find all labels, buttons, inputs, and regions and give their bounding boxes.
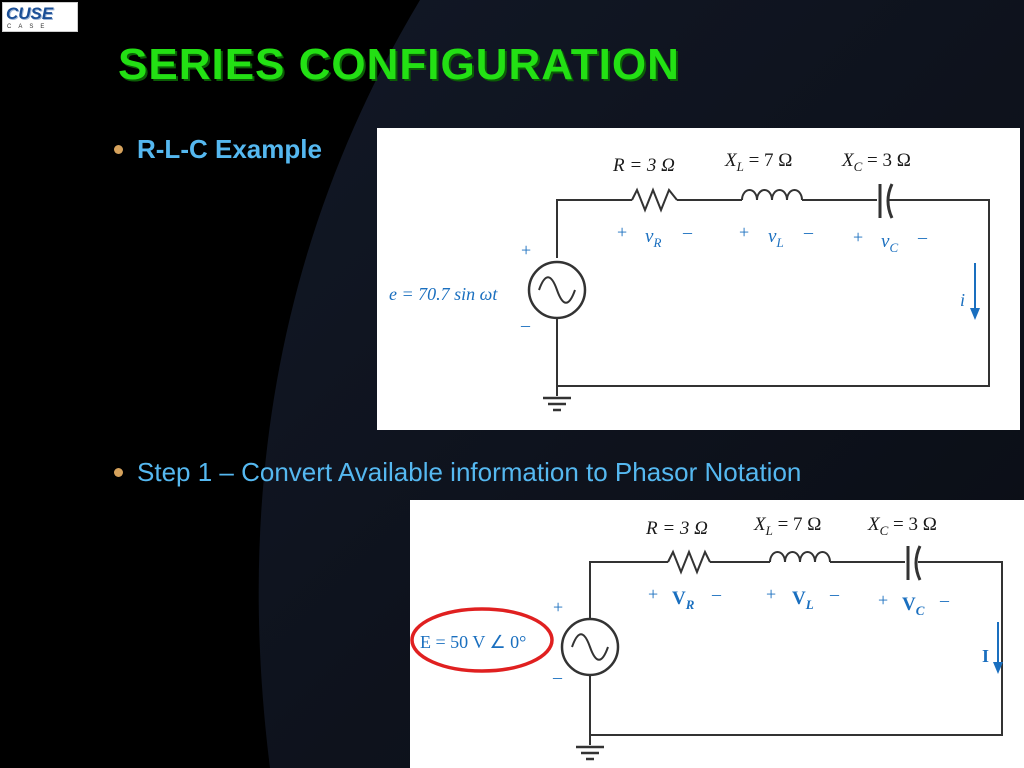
vc-plus: + [878, 590, 888, 610]
vc-minus: – [939, 590, 950, 610]
vl-plus: + [739, 222, 749, 242]
logo-wordmark: CUSE [6, 4, 54, 23]
current-label: i [960, 290, 965, 310]
resistor-label: R = 3 Ω [612, 155, 675, 176]
vr-label: vR [645, 226, 661, 250]
vc-minus: – [917, 227, 928, 247]
capacitor-label: XC = 3 Ω [841, 150, 911, 174]
bullet-text: Step 1 – Convert Available information t… [137, 457, 802, 487]
current-label: I [982, 646, 989, 666]
source-label: e = 70.7 sin ωt [389, 284, 498, 304]
source-plus: + [521, 240, 531, 260]
vr-minus: – [711, 584, 722, 604]
vr-plus: + [648, 584, 658, 604]
vl-plus: + [766, 584, 776, 604]
inductor-label: XL = 7 Ω [724, 150, 792, 174]
logo: CUSE CASE [2, 2, 78, 32]
inductor-label: XL = 7 Ω [753, 514, 821, 538]
vl-minus: – [803, 222, 814, 242]
circuit-svg: R = 3 Ω XL = 7 Ω XC = 3 Ω + vR – + vL – … [389, 150, 990, 412]
source-minus: – [520, 315, 531, 335]
source-minus: – [552, 667, 563, 687]
bullet-text: R-L-C Example [137, 134, 322, 164]
vc-label: vC [881, 231, 898, 255]
capacitor-label: XC = 3 Ω [867, 514, 937, 538]
bullet-rlc-example: R-L-C Example [114, 134, 322, 165]
bullet-dot [114, 145, 123, 154]
resistor-label: R = 3 Ω [645, 518, 708, 539]
source-label: E = 50 V ∠ 0° [420, 632, 526, 652]
vr-minus: – [682, 222, 693, 242]
logo-subtext: CASE [7, 24, 52, 30]
vc-plus: + [853, 227, 863, 247]
highlight-ellipse [410, 607, 554, 673]
vr-label: VR [672, 588, 695, 612]
vl-label: vL [768, 226, 784, 250]
bullet-dot [114, 468, 123, 477]
page-title: SERIES CONFIGURATION [118, 40, 680, 89]
circuit-svg: R = 3 Ω XL = 7 Ω XC = 3 Ω + VR – + VL – … [410, 514, 1003, 761]
vc-label: VC [902, 594, 925, 618]
bullet-step-1: Step 1 – Convert Available information t… [114, 457, 801, 488]
source-plus: + [553, 597, 563, 617]
circuit-diagram-time-domain: R = 3 Ω XL = 7 Ω XC = 3 Ω + vR – + vL – … [377, 128, 1020, 430]
circuit-diagram-phasor: R = 3 Ω XL = 7 Ω XC = 3 Ω + VR – + VL – … [410, 500, 1024, 768]
vr-plus: + [617, 222, 627, 242]
vl-minus: – [829, 584, 840, 604]
vl-label: VL [792, 588, 814, 612]
